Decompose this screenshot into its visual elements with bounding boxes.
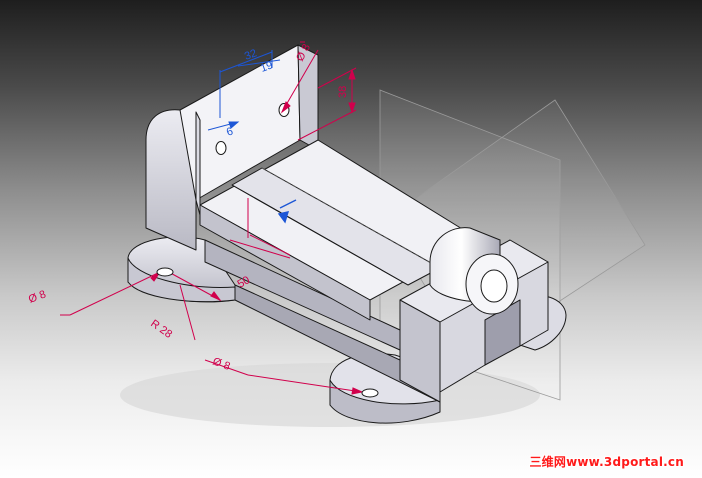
datum-marker[interactable]	[277, 199, 297, 224]
upright-hole-left[interactable]	[215, 141, 227, 155]
dimension-length[interactable]: 50	[236, 274, 253, 291]
back-upright[interactable]	[145, 44, 319, 251]
dimension-base-hole-front[interactable]: Ø 8	[211, 356, 232, 373]
base-holes[interactable]	[156, 267, 379, 398]
dimension-top-width[interactable]: 32	[243, 47, 259, 62]
boss-bore[interactable]	[480, 269, 508, 303]
cylinder-boss[interactable]	[429, 227, 519, 315]
dimension-radius[interactable]: R 28	[148, 318, 174, 341]
red-dimensions[interactable]	[60, 41, 364, 395]
base-hole-left[interactable]	[156, 267, 174, 277]
channel-floor[interactable]	[199, 139, 481, 321]
dimension-hole-left[interactable]: 6	[225, 125, 235, 138]
site-watermark: 三维网www.3dportal.cn	[529, 455, 684, 469]
blue-dimensions[interactable]	[207, 50, 281, 131]
dimension-height[interactable]: 38	[337, 86, 349, 98]
dimension-base-hole-left[interactable]: Ø 8	[27, 288, 48, 305]
base-hole-front[interactable]	[361, 388, 379, 398]
dimension-top-offset[interactable]: 19	[259, 59, 275, 74]
